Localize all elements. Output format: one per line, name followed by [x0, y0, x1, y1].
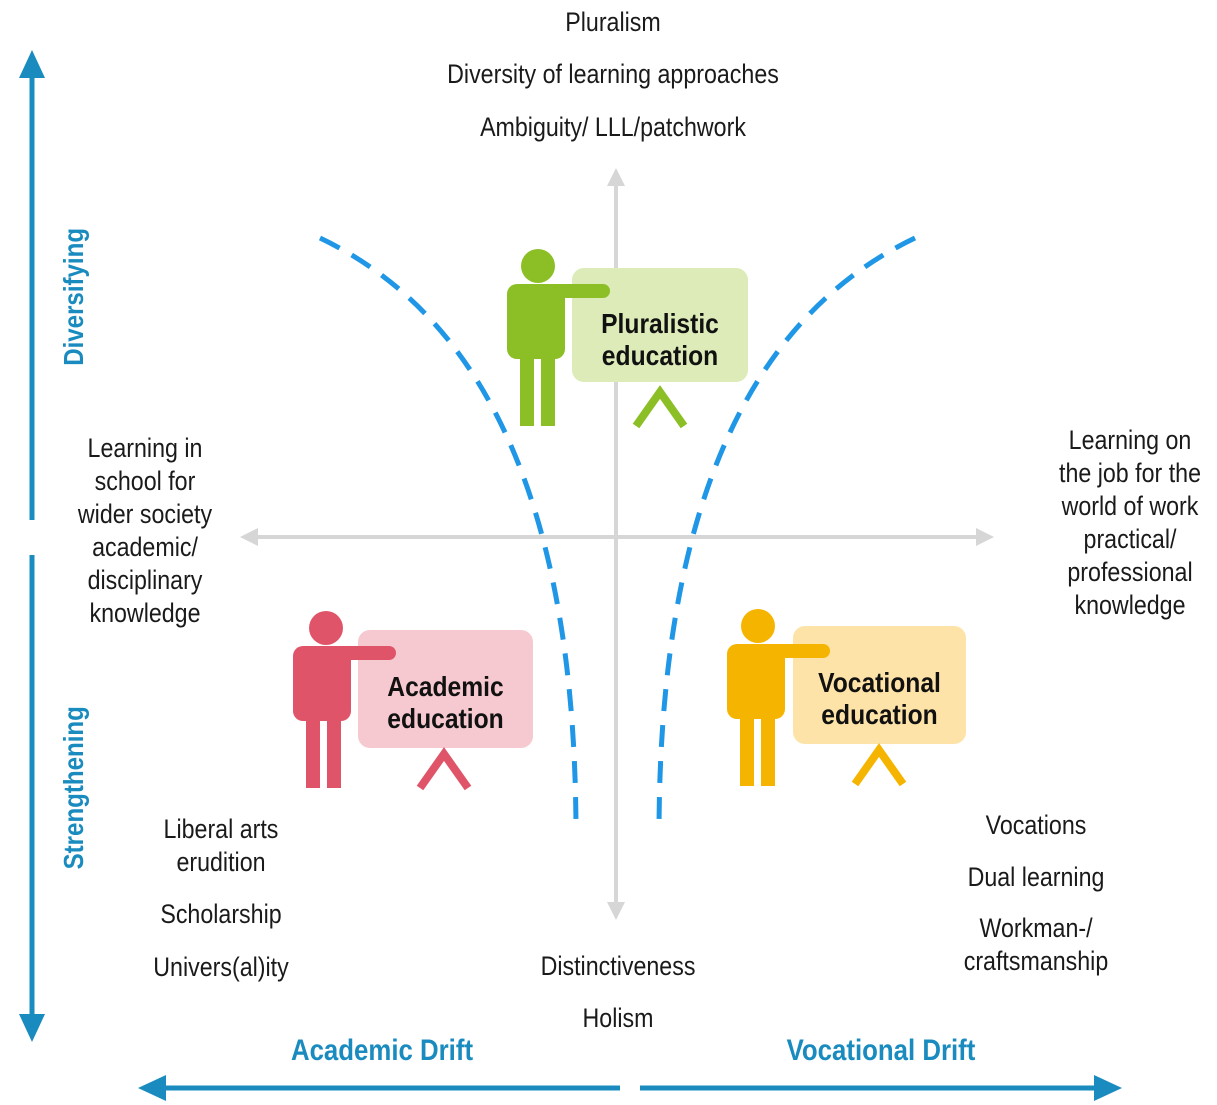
vocational-teacher-icon [727, 609, 966, 787]
academic-item-liberal-arts: Liberal arts erudition [163, 814, 279, 877]
top-label-pluralism: Pluralism [565, 7, 661, 37]
strengthening-label: Strengthening [58, 706, 89, 870]
left-vertical-arrow [19, 50, 45, 1042]
central-axes [240, 168, 994, 920]
diversifying-label: Diversifying [58, 227, 89, 366]
vocational-item-dual-learning: Dual learning [967, 862, 1105, 892]
right-axis-label: Learning on the job for the world of wor… [1058, 425, 1202, 620]
vocational-item-vocations: Vocations [985, 810, 1087, 840]
bottom-label-distinctiveness: Distinctiveness [540, 951, 696, 981]
bottom-drift-arrows [138, 1075, 1122, 1101]
top-label-diversity: Diversity of learning approaches [447, 59, 779, 89]
academic-drift-label: Academic Drift [290, 1034, 474, 1067]
dashed-curves [318, 235, 917, 831]
academic-teacher-icon [293, 611, 533, 791]
vocational-item-craftsmanship: Workman-/ craftsmanship [963, 913, 1109, 976]
vocational-drift-label: Vocational Drift [786, 1034, 976, 1067]
academic-item-universality: Univers(al)ity [153, 952, 289, 982]
vocational-education-label: Vocational education [818, 667, 941, 730]
academic-education-label: Academic education [387, 671, 504, 734]
top-label-ambiguity: Ambiguity/ LLL/patchwork [480, 112, 746, 142]
bottom-label-holism: Holism [582, 1003, 654, 1033]
pluralistic-teacher-icon [507, 249, 748, 429]
academic-item-scholarship: Scholarship [160, 899, 282, 929]
left-axis-label: Learning in school for wider society aca… [77, 433, 213, 628]
pluralistic-education-label: Pluralistic education [601, 308, 719, 371]
